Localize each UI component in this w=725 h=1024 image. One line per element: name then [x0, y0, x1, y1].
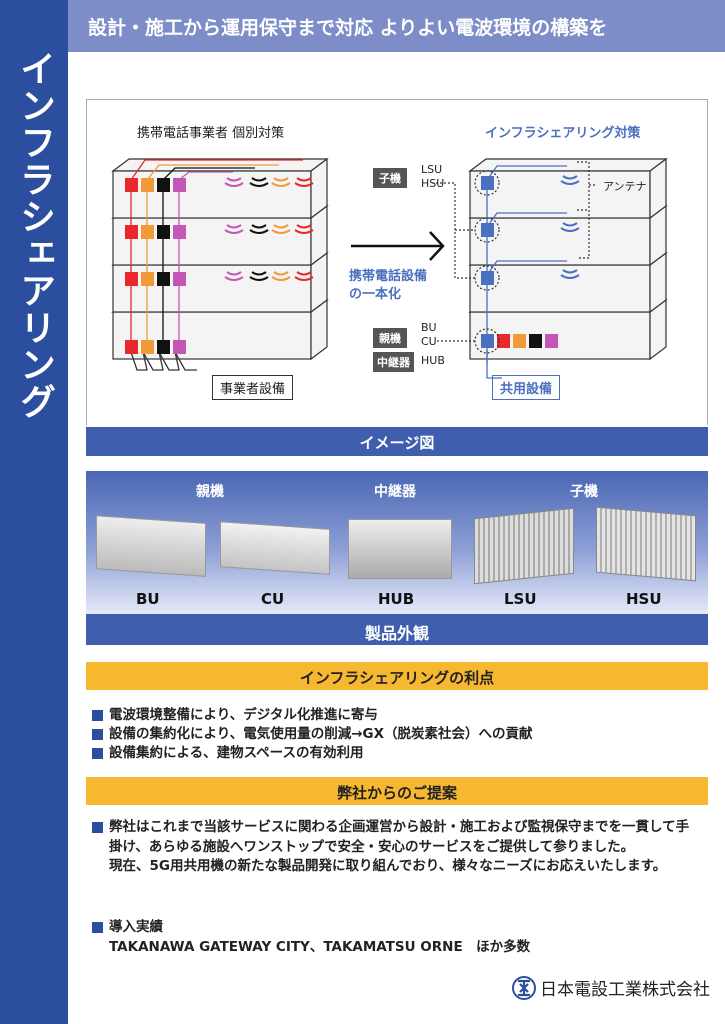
- left-antennas: [224, 177, 314, 281]
- carrier-equipment-label: 事業者設備: [212, 375, 294, 400]
- proposal-text: 弊社はこれまで当該サービスに関わる企画運営から設計・施工および監視保守までを一貫…: [92, 818, 702, 877]
- product-hsu: HSU: [626, 590, 662, 608]
- right-building: [468, 157, 668, 361]
- products-panel: 親機 中継器 子機 BU CU HUB LSU HSU: [86, 471, 708, 614]
- hsu-label: HSU: [421, 177, 445, 190]
- arrow-icon: [351, 231, 445, 261]
- benefits-list: 電波環境整備により、デジタル化推進に寄与 設備の集約化により、電気使用量の削減→…: [92, 706, 533, 763]
- bu-label: BU: [421, 321, 437, 334]
- group-relay: 中継器: [374, 484, 416, 500]
- sidebar: インフラシェアリング: [0, 0, 68, 1024]
- parent-tag: 親機: [373, 328, 407, 348]
- product-lsu: LSU: [504, 590, 537, 608]
- right-title: インフラシェアリング対策: [485, 126, 641, 141]
- left-title: 携帯電話事業者 個別対策: [137, 126, 285, 141]
- arrow-label-2: の一本化: [349, 287, 402, 302]
- company-logo: 日本電設工業株式会社: [512, 975, 710, 1000]
- hsu-device-image: [596, 506, 696, 582]
- left-building: [111, 157, 329, 361]
- image-caption: イメージ図: [86, 427, 708, 456]
- antenna-label: アンテナ: [603, 180, 647, 193]
- cu-label: CU: [421, 335, 437, 348]
- lsu-label: LSU: [421, 163, 443, 176]
- bu-device-image: [96, 515, 206, 577]
- group-parent: 親機: [196, 484, 224, 500]
- arrow-label-1: 携帯電話設備: [349, 269, 428, 284]
- lsu-device-image: [474, 507, 574, 585]
- child-tag: 子機: [373, 168, 407, 188]
- proposal-title: 弊社からのご提案: [86, 777, 708, 805]
- right-antennas: [560, 175, 580, 279]
- company-emblem-icon: [512, 975, 536, 1000]
- vertical-title: インフラシェアリング: [14, 50, 55, 420]
- diagram: 携帯電話事業者 個別対策 インフラシェアリング対策: [86, 99, 708, 425]
- relay-tag: 中継器: [373, 352, 414, 372]
- product-hub: HUB: [378, 590, 415, 608]
- list-item: 電波環境整備により、デジタル化推進に寄与: [92, 706, 533, 725]
- proposal-p2: 現在、5G用共用機の新たな製品開発に取り組んでおり、様々なニーズにお応えいたしま…: [109, 858, 667, 874]
- record: 導入実績 TAKANAWA GATEWAY CITY、TAKAMATSU ORN…: [92, 918, 702, 957]
- company-name: 日本電設工業株式会社: [540, 980, 710, 1000]
- product-bu: BU: [136, 590, 160, 608]
- right-devices: [481, 176, 558, 348]
- list-item: 設備集約による、建物スペースの有効利用: [92, 744, 533, 763]
- header-tagline: 設計・施工から運用保守まで対応 よりよい電波環境の構築を: [68, 0, 725, 52]
- cu-device-image: [220, 521, 330, 575]
- diagram-graphic: [111, 157, 668, 379]
- list-item: 設備の集約化により、電気使用量の削減→GX（脱炭素社会）への貢献: [92, 725, 533, 744]
- record-title: 導入実績: [109, 919, 163, 935]
- hub-label: HUB: [421, 354, 445, 367]
- group-child: 子機: [570, 484, 598, 500]
- arrow-label: 携帯電話設備の一本化: [349, 268, 427, 304]
- benefits-title: インフラシェアリングの利点: [86, 662, 708, 690]
- proposal-p1: 弊社はこれまで当該サービスに関わる企画運営から設計・施工および監視保守までを一貫…: [109, 819, 690, 855]
- record-text: TAKANAWA GATEWAY CITY、TAKAMATSU ORNE ほか多…: [109, 938, 531, 955]
- left-devices: [125, 178, 186, 354]
- product-cu: CU: [261, 590, 285, 608]
- products-caption: 製品外観: [86, 614, 708, 645]
- hub-device-image: [348, 519, 452, 579]
- shared-equipment-label: 共用設備: [492, 375, 561, 400]
